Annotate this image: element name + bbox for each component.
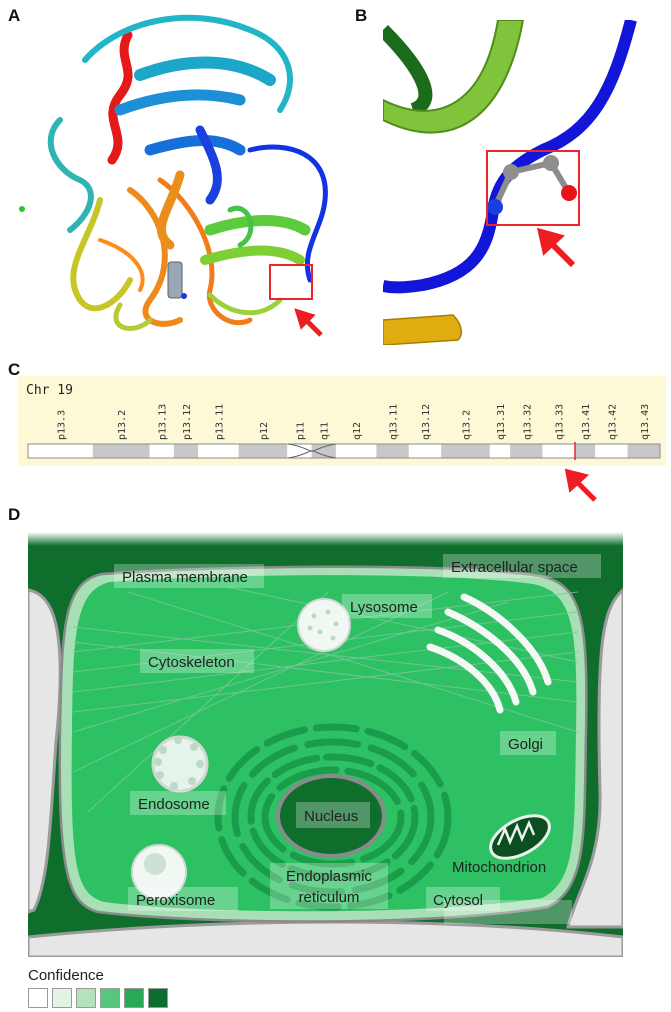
- label-plasma-membrane: Plasma membrane: [122, 569, 248, 586]
- chromosome-band: [595, 444, 628, 458]
- confidence-swatch: [28, 988, 48, 1008]
- green-strand: [383, 25, 433, 117]
- label-nucleus: Nucleus: [304, 808, 358, 825]
- chromosome-band: [489, 444, 511, 458]
- chromosome-ideogram: Chr 19 p13.3 p13.2 p13.13 p13.12 p13.11 p12 p1…: [26, 383, 661, 460]
- chromosome-band: [92, 444, 150, 458]
- chromosome-band: [287, 444, 312, 458]
- chromosome-band: [376, 444, 409, 458]
- band-label: q13.2: [462, 410, 473, 440]
- label-endoplasmic-line2: reticulum: [299, 889, 360, 906]
- band-label: p13.11: [214, 404, 225, 440]
- neighbor-cell: [28, 588, 62, 914]
- ion-sphere: [19, 206, 25, 212]
- label-peroxisome: Peroxisome: [136, 892, 215, 909]
- band-label: p13.12: [182, 404, 193, 440]
- band-label: p13.3: [56, 410, 67, 440]
- band-label: p11: [295, 422, 306, 440]
- band-label: p12: [259, 422, 270, 440]
- arrow-icon: [536, 227, 576, 268]
- chromosome-outline: [27, 443, 661, 459]
- panel-letter-d: D: [8, 505, 21, 524]
- chromosome-band: [627, 444, 660, 458]
- band-label: q13.12: [421, 404, 432, 440]
- highlight-box: [269, 264, 313, 300]
- band-label: p13.2: [117, 410, 128, 440]
- band-label: q13.43: [640, 404, 651, 440]
- chromosome-band: [28, 444, 93, 458]
- endoplasmic-reticulum: [214, 723, 452, 911]
- label-mitochondrion: Mitochondrion: [452, 859, 546, 876]
- cytoskeleton: [72, 586, 579, 813]
- label-endosome: Endosome: [138, 796, 210, 813]
- centromere: [287, 443, 337, 459]
- chromosome-band: [311, 444, 336, 458]
- chromosome-band: [441, 444, 490, 458]
- yellow-strand: [383, 314, 463, 345]
- chromosome-band: [198, 444, 239, 458]
- band-label: q12: [352, 422, 363, 440]
- band-label: q13.11: [389, 404, 400, 440]
- confidence-swatch: [100, 988, 120, 1008]
- label-golgi: Golgi: [508, 736, 543, 753]
- confidence-swatch: [52, 988, 72, 1008]
- band-label: q13.42: [607, 404, 618, 440]
- golgi-apparatus: [426, 593, 552, 714]
- chromosome-band: [173, 444, 199, 458]
- cell-diagram: Extracellular space Plasma membrane Lyso…: [28, 532, 623, 957]
- band-label: q13.33: [555, 404, 566, 440]
- arrow-icon: [294, 308, 323, 337]
- band-label: q11: [320, 422, 331, 440]
- arrow-icon: [564, 468, 597, 502]
- chromosome-arrow: [564, 468, 597, 502]
- chromosome-name: Chr 19: [26, 383, 73, 398]
- band-label: q13.32: [522, 404, 533, 440]
- zoomed-residue-panel: [383, 20, 637, 345]
- chromosome-band: [335, 444, 377, 458]
- nucleus-organelle: [276, 774, 386, 858]
- panel-letter-b: B: [355, 6, 368, 25]
- lysosome-organelle: [297, 598, 351, 652]
- chromosome-band: [149, 444, 174, 458]
- label-extracellular-space: Extracellular space: [451, 559, 578, 576]
- chromosome-band: [408, 444, 442, 458]
- neighbor-cell: [566, 588, 623, 929]
- confidence-swatch: [124, 988, 144, 1008]
- highlight-box: [486, 150, 580, 226]
- panel-letter-c: C: [8, 360, 21, 379]
- label-endoplasmic-line1: Endoplasmic: [286, 868, 372, 885]
- confidence-swatch: [76, 988, 96, 1008]
- ligand-sticks: [167, 261, 187, 299]
- protein-ribbon: [47, 14, 328, 331]
- legend-title: Confidence: [28, 967, 104, 984]
- chromosome-band: [510, 444, 543, 458]
- band-label: p13.13: [158, 404, 169, 440]
- confidence-swatch: [148, 988, 168, 1008]
- chromosome-band: [542, 444, 575, 458]
- band-label: q13.41: [581, 404, 592, 440]
- neighbor-cell: [28, 920, 623, 957]
- panel-letter-a: A: [8, 6, 21, 25]
- chromosome-band: [574, 444, 596, 458]
- chromosome-panel: Chr 19 p13.3 p13.2 p13.13 p13.12 p13.11 p12 p1…: [18, 376, 666, 466]
- label-lysosome: Lysosome: [350, 599, 418, 616]
- label-cytoskeleton: Cytoskeleton: [148, 654, 235, 671]
- light-green-strand: [383, 20, 525, 134]
- label-cytosol: Cytosol: [433, 892, 483, 909]
- chromosome-band: [238, 444, 288, 458]
- band-label: q13.31: [496, 404, 507, 440]
- residue-ball-stick: [487, 155, 577, 215]
- protein-structure-panel: [19, 14, 328, 337]
